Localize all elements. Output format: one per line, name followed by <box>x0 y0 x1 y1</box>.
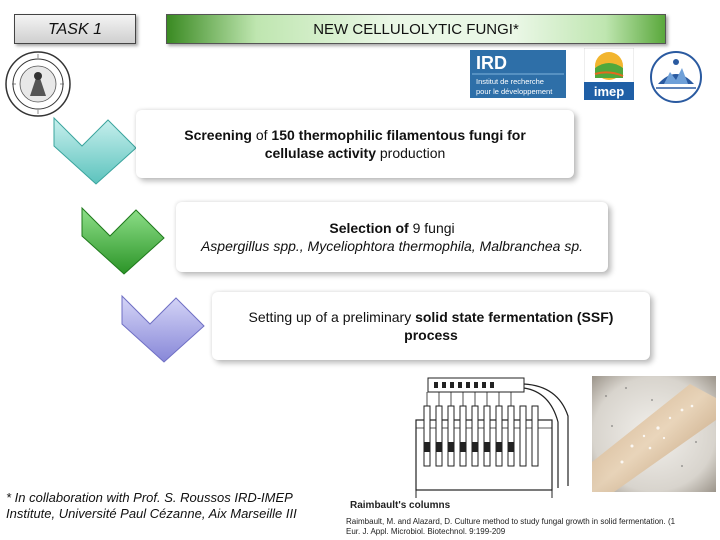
step-3-line-1: Setting up of a preliminary solid state … <box>212 308 650 326</box>
task-label: TASK 1 <box>14 14 136 44</box>
slide-title: NEW CELLULOLYTIC FUNGI* <box>166 14 666 44</box>
step-2-chevron-icon <box>81 206 165 275</box>
apparatus-caption-title: Raimbault's columns <box>350 500 451 511</box>
step-2-box: Selection of 9 fungi Aspergillus spp., M… <box>176 202 608 272</box>
reference-line-2: Eur. J. Appl. Microbiol. Biotechnol. 9:1… <box>346 527 506 536</box>
ird-logo: IRD Institut de recherche pour le dévelo… <box>470 50 566 98</box>
apparatus-reference: Raimbault, M. and Alazard, D. Culture me… <box>346 517 720 537</box>
imep-logo-name: imep <box>594 84 624 99</box>
step-1-of: of <box>255 127 272 143</box>
step-1-box: Screening of 150 thermophilic filamentou… <box>136 110 574 178</box>
step-3-box: Setting up of a preliminary solid state … <box>212 292 650 360</box>
ird-logo-line1: Institut de recherche <box>476 77 544 86</box>
step-1-chevron-icon <box>53 116 137 185</box>
collaboration-footnote: * In collaboration with Prof. S. Roussos… <box>6 490 297 521</box>
step-1-production: production <box>376 145 446 161</box>
step-3-chevron-icon <box>121 294 205 363</box>
step-2-line-1: Selection of 9 fungi <box>176 219 608 237</box>
ird-logo-name: IRD <box>476 53 507 73</box>
step-3-setting-up: Setting up of a preliminary <box>248 309 416 325</box>
step-2-species: Aspergillus spp., Myceliophtora thermoph… <box>200 238 584 254</box>
step-3-process: process <box>404 327 458 343</box>
step-3-line-2: process <box>212 326 650 344</box>
raimbault-columns-illustration <box>415 377 569 498</box>
step-2-count: 9 fungi <box>412 220 455 236</box>
step-1-count: 150 thermophilic filamentous fungi for <box>271 127 526 143</box>
step-1-activity: cellulase activity <box>264 145 376 161</box>
fungal-growth-micrograph <box>592 376 716 492</box>
step-1-line-2: cellulase activity production <box>136 144 574 162</box>
imep-logo: imep <box>584 48 634 100</box>
step-3-ssf: solid state fermentation (SSF) <box>415 309 614 325</box>
institute-emblem-icon <box>650 51 702 103</box>
step-2-line-2: Aspergillus spp., Myceliophtora thermoph… <box>176 237 608 255</box>
reference-line-1: Raimbault, M. and Alazard, D. Culture me… <box>346 517 676 526</box>
university-seal-icon <box>5 51 71 117</box>
ird-logo-line2: pour le développement <box>476 87 553 96</box>
step-1-line-1: Screening of 150 thermophilic filamentou… <box>136 126 574 144</box>
step-2-selection: Selection of <box>329 220 413 236</box>
step-1-screening: Screening <box>184 127 256 143</box>
